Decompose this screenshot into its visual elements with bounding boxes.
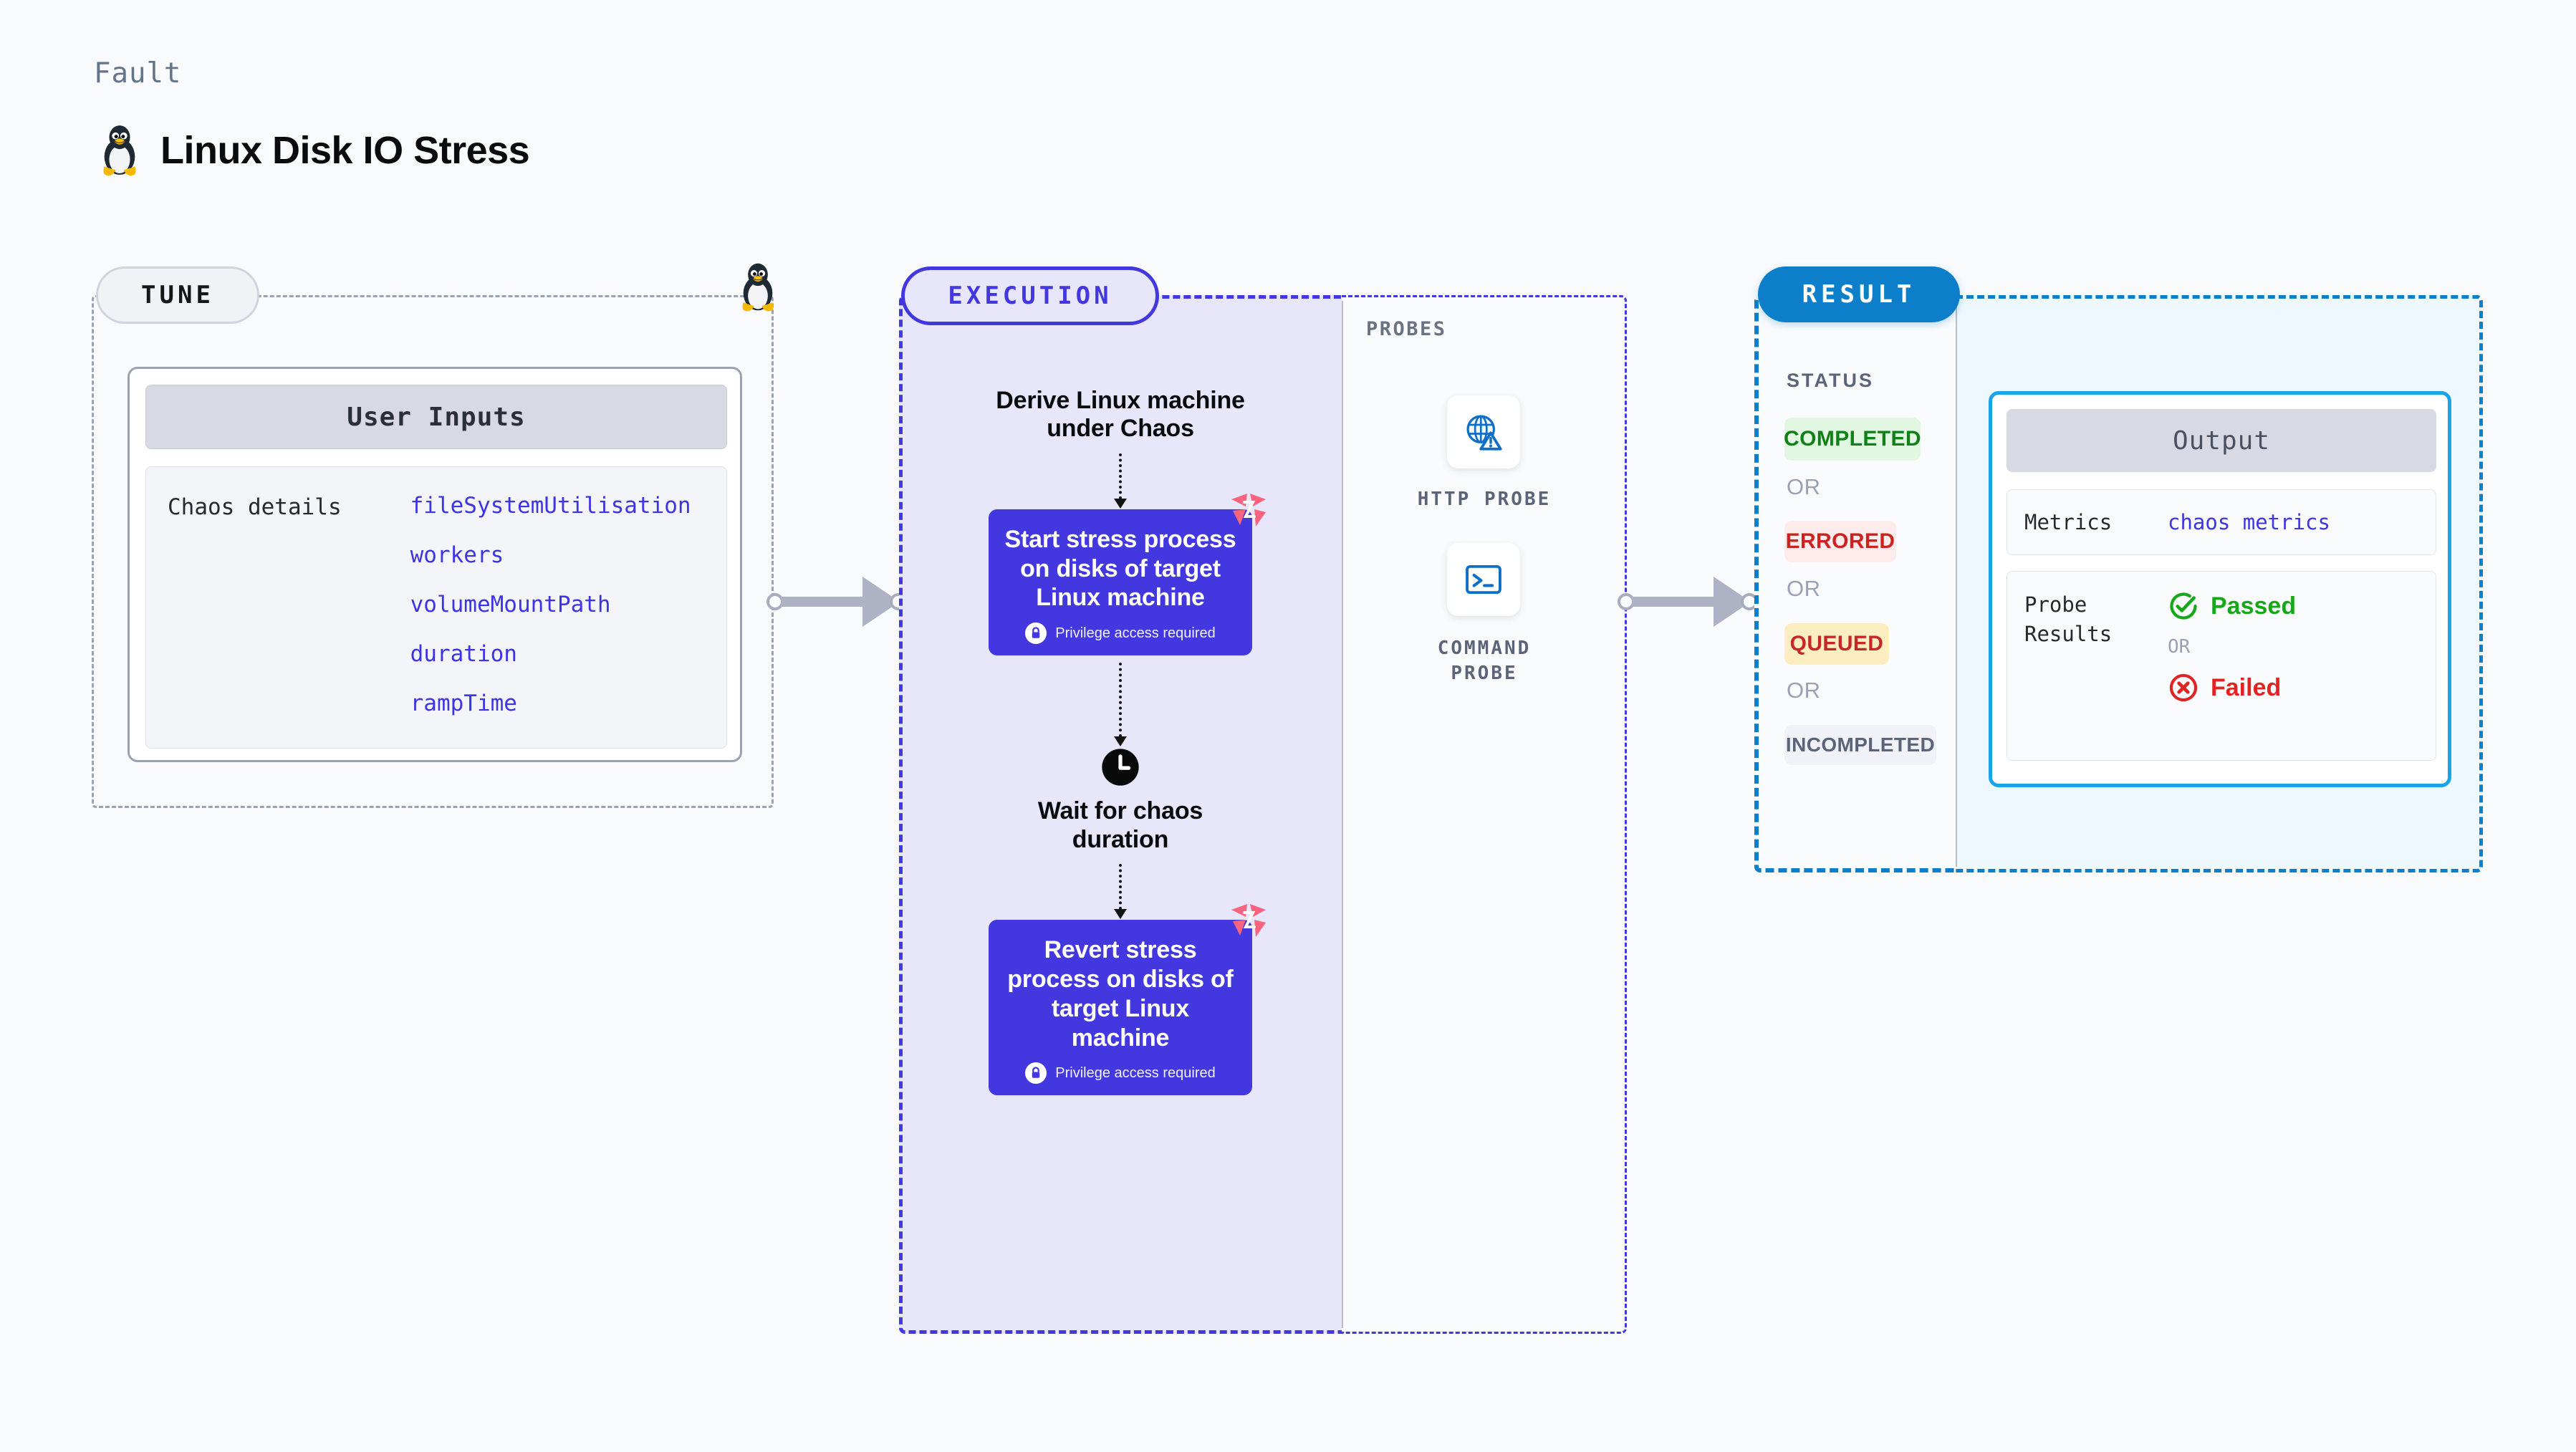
- result-pill[interactable]: RESULT: [1758, 266, 1960, 322]
- revert-stress-step[interactable]: Revert stress process on disks of target…: [989, 904, 1266, 1096]
- or-label: OR: [1787, 576, 1821, 601]
- probe-result-passed: Passed: [2168, 590, 2296, 622]
- status-badge-incompleted: INCOMPLETED: [1784, 725, 1936, 765]
- user-inputs-card: User Inputs Chaos details fileSystemUtil…: [128, 367, 742, 762]
- input-field-duration[interactable]: duration: [410, 641, 517, 667]
- metrics-row: Metrics chaos metrics: [2007, 489, 2436, 555]
- execution-probes-divider: [1342, 301, 1343, 1328]
- flow-arrow-3: [1114, 864, 1127, 920]
- globe-warning-icon: [1466, 415, 1502, 451]
- output-header: Output: [2007, 409, 2436, 472]
- chaos-details-values: fileSystemUtilisation workers volumeMoun…: [410, 493, 691, 748]
- page-kicker: Fault: [94, 57, 182, 90]
- privilege-note: Privilege access required: [1004, 1062, 1236, 1085]
- wait-step-label: Wait for chaos duration: [1037, 797, 1203, 853]
- check-circle-icon: [2170, 592, 2197, 620]
- start-stress-step[interactable]: Start stress process on disks of target …: [989, 493, 1266, 656]
- status-badge-queued: QUEUED: [1784, 623, 1889, 665]
- page-title: Linux Disk IO Stress: [160, 129, 530, 172]
- flow-arrow-1: [1114, 453, 1127, 509]
- start-stress-step-label: Start stress process on disks of target …: [1004, 525, 1236, 612]
- status-title: STATUS: [1787, 370, 1874, 391]
- lock-icon: [1025, 1062, 1047, 1085]
- revert-stress-step-label: Revert stress process on disks of target…: [1007, 936, 1234, 1052]
- harness-logo-icon: [1231, 904, 1266, 938]
- x-circle-icon: [2169, 673, 2198, 702]
- connector-bar: [781, 597, 864, 607]
- probe-results-key: Probe Results: [2024, 592, 2113, 646]
- input-field-rampTime[interactable]: rampTime: [410, 691, 517, 716]
- or-label: OR: [1787, 678, 1821, 703]
- execution-flow: Derive Linux machine under Chaos Start s…: [899, 387, 1342, 1096]
- metrics-key: Metrics: [2024, 509, 2113, 534]
- or-label: OR: [1787, 474, 1821, 499]
- chaos-details-label: Chaos details: [168, 494, 342, 520]
- probe-results-values: Passed OR Failed: [2168, 590, 2296, 741]
- input-field-fileSystemUtilisation[interactable]: fileSystemUtilisation: [410, 493, 691, 519]
- harness-logo-icon: [1231, 493, 1266, 527]
- output-card: Output Metrics chaos metrics Probe Resul…: [1989, 391, 2451, 787]
- linux-penguin-icon: [742, 263, 774, 312]
- tune-panel: [92, 295, 774, 808]
- chaos-details-row: Chaos details fileSystemUtilisation work…: [145, 466, 727, 749]
- result-panel: [1754, 295, 1956, 872]
- result-output-divider: [1956, 301, 1957, 867]
- lock-icon: [1025, 622, 1047, 645]
- flow-arrow-2: [1114, 663, 1127, 747]
- privilege-note: Privilege access required: [1004, 622, 1236, 645]
- tune-to-execution-arrow: [766, 577, 907, 627]
- input-field-workers[interactable]: workers: [410, 542, 504, 568]
- probes-to-result-arrow: [1618, 577, 1758, 627]
- http-probe-tile[interactable]: [1447, 395, 1520, 468]
- privilege-note-label: Privilege access required: [1055, 625, 1216, 641]
- terminal-icon: [1466, 564, 1501, 595]
- command-probe-tile[interactable]: [1447, 543, 1520, 616]
- command-probe-label: COMMAND PROBE: [1437, 638, 1532, 685]
- connector-bar: [1632, 597, 1715, 607]
- page-title-row: Linux Disk IO Stress: [97, 123, 530, 178]
- linux-penguin-icon: [103, 125, 136, 176]
- execution-pill[interactable]: EXECUTION: [901, 266, 1159, 325]
- derive-step-label: Derive Linux machine under Chaos: [996, 387, 1245, 443]
- clock-icon: [1102, 749, 1139, 786]
- probes-title: PROBES: [1366, 318, 1447, 340]
- http-probe-label: HTTP PROBE: [1417, 489, 1552, 510]
- user-inputs-header: User Inputs: [145, 385, 727, 449]
- probe-result-failed-label: Failed: [2211, 673, 2282, 701]
- metrics-value[interactable]: chaos metrics: [2168, 510, 2330, 534]
- probe-results-row: Probe Results Passed OR Failed: [2007, 571, 2436, 761]
- privilege-note-label: Privilege access required: [1055, 1064, 1216, 1081]
- probe-result-failed: Failed: [2168, 672, 2296, 703]
- probe-result-passed-label: Passed: [2211, 592, 2297, 620]
- or-label: OR: [2168, 636, 2191, 658]
- status-badge-errored: ERRORED: [1784, 521, 1896, 562]
- status-badge-completed: COMPLETED: [1784, 418, 1921, 461]
- tune-pill[interactable]: TUNE: [96, 266, 259, 324]
- input-field-volumeMountPath[interactable]: volumeMountPath: [410, 592, 611, 617]
